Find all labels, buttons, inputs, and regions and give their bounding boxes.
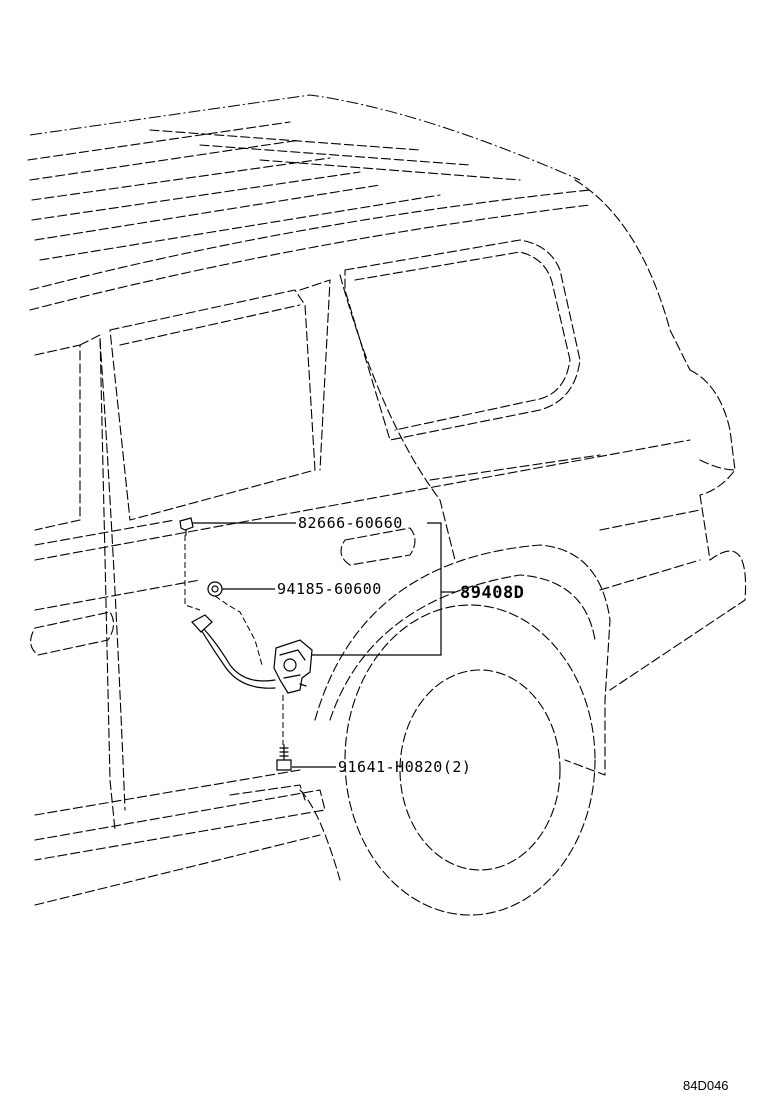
callout-91641: 91641-H0820(2) (338, 758, 471, 776)
switch-assembly-part (273, 639, 313, 694)
screw-part (276, 744, 292, 771)
figure-code: 84D046 (683, 1078, 729, 1093)
connector-part (191, 614, 213, 633)
vehicle-outline (27, 94, 747, 916)
assembly-callout: 89408D (460, 583, 524, 603)
grommet-part (207, 581, 223, 597)
callout-94185: 94185-60600 (277, 580, 382, 598)
parts-group (179, 517, 313, 771)
leader-lines (192, 522, 455, 768)
clip-part (179, 517, 194, 536)
callout-82666: 82666-60660 (298, 514, 403, 532)
